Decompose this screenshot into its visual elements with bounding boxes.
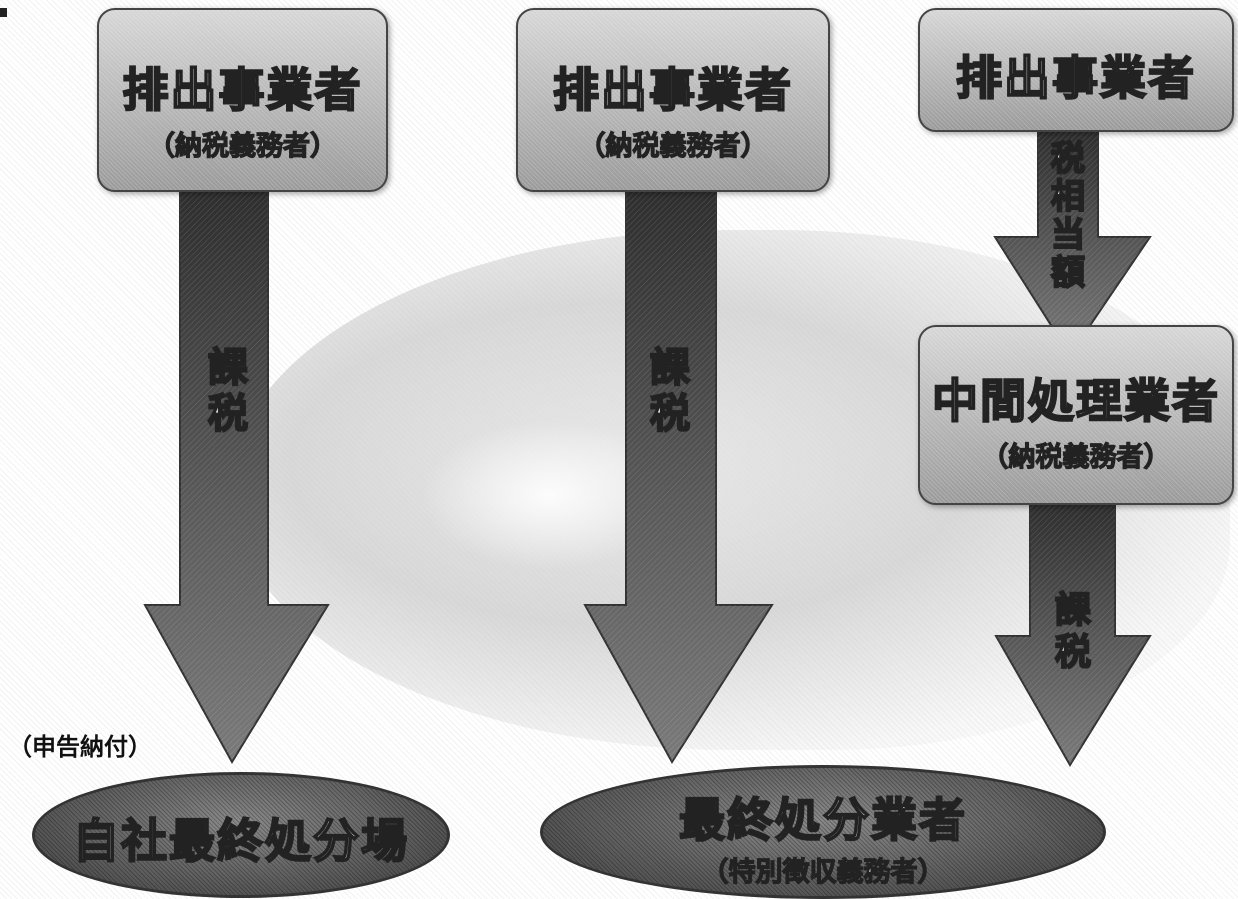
- center-disposal-contractor-ellipse: 最終処分業者 （特別徴収義務者）: [540, 765, 1106, 899]
- center-arrow-label: 課 税: [645, 344, 695, 438]
- right-lower-arrow-label: 課 税: [1048, 589, 1098, 674]
- center-arrow: [583, 189, 774, 764]
- right-lower-arrow-char-1: 課: [1054, 589, 1092, 632]
- tax-equivalent-char-2: 相: [1050, 177, 1086, 217]
- right-intermediate-sub: （納税義務者）: [981, 441, 1171, 473]
- right-lower-arrow: [994, 501, 1152, 767]
- left-disposal-site-ellipse: 自社最終処分場: [32, 772, 450, 898]
- self-report-note: （申告納付）: [8, 733, 152, 761]
- tax-equivalent-char-4: 額: [1050, 253, 1086, 293]
- left-disposal-site-title: 自社最終処分場: [72, 813, 409, 869]
- center-arrow-char-2: 税: [649, 390, 691, 438]
- right-lower-arrow-char-2: 税: [1054, 631, 1092, 674]
- center-disposal-contractor-title: 最終処分業者: [678, 792, 967, 848]
- center-disposal-contractor-sub: （特別徴収義務者）: [701, 856, 945, 888]
- right-intermediate-box: 中間処理業者 （納税義務者）: [918, 325, 1234, 505]
- corner-mark: [0, 8, 7, 17]
- right-emitter-box: 排出事業者: [918, 8, 1234, 132]
- center-emitter-box: 排出事業者 （納税義務者）: [516, 8, 830, 192]
- tax-equivalent-char-3: 当: [1050, 215, 1086, 255]
- right-upper-arrow: [993, 129, 1152, 357]
- left-arrow: [143, 189, 330, 764]
- center-arrow-char-1: 課: [649, 344, 691, 392]
- right-emitter-title: 排出事業者: [955, 50, 1196, 106]
- left-arrow-char-1: 課: [207, 344, 249, 392]
- left-emitter-box: 排出事業者 （納税義務者）: [97, 8, 388, 192]
- left-arrow-label: 課 税: [203, 344, 253, 438]
- tax-equivalent-char-1: 税: [1050, 139, 1086, 179]
- left-arrow-char-2: 税: [207, 390, 249, 438]
- right-upper-arrow-label: 税 相 当 額: [1043, 139, 1093, 293]
- left-emitter-sub: （納税義務者）: [147, 130, 337, 162]
- left-emitter-title: 排出事業者: [122, 62, 363, 118]
- right-intermediate-title: 中間処理業者: [931, 373, 1220, 429]
- center-emitter-title: 排出事業者: [552, 62, 793, 118]
- center-emitter-sub: （納税義務者）: [578, 130, 768, 162]
